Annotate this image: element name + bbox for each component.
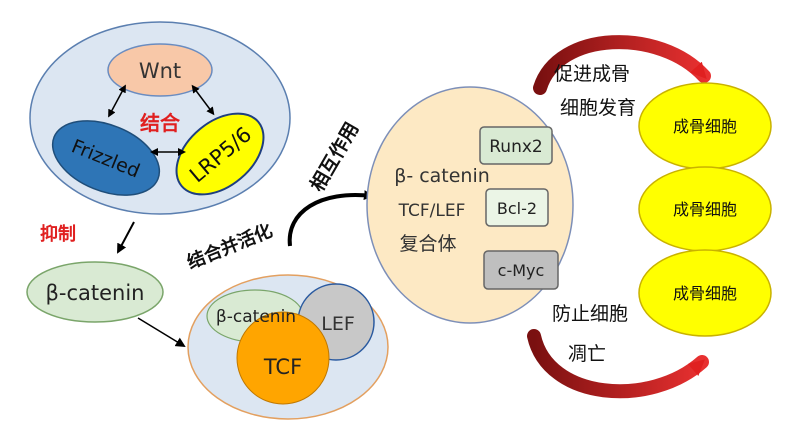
wnt-lrp-arrow xyxy=(191,84,215,116)
osteoblast-1-label: 成骨细胞 xyxy=(673,117,737,136)
tcf-circle xyxy=(236,311,330,405)
activate-label: 结合并活化 xyxy=(184,219,276,273)
beta-catenin-free-label: β-catenin xyxy=(45,281,144,305)
inhibit-arrow xyxy=(117,221,135,254)
osteoblast-3-label: 成骨细胞 xyxy=(673,284,737,303)
interact-label: 相互作用 xyxy=(305,118,363,195)
target-cmyc-label: c-Myc xyxy=(498,261,545,280)
lrp-ellipse xyxy=(175,112,265,196)
target-cmyc-box xyxy=(483,250,559,290)
big-complex-line2: TCF/LEF xyxy=(398,201,466,221)
inhibit-label: 抑制 xyxy=(40,224,76,245)
wnt-label: Wnt xyxy=(139,59,181,83)
lef-label: LEF xyxy=(321,313,355,335)
prevent-arrow xyxy=(527,329,709,399)
promote-label-2: 细胞发育 xyxy=(560,97,636,119)
wnt-frizzled-arrow xyxy=(108,84,126,118)
tcf-label: TCF xyxy=(263,355,302,379)
promote-arrow xyxy=(533,35,711,95)
small-beta-label: β-catenin xyxy=(216,307,296,327)
to-complex-arrow xyxy=(137,317,186,348)
big-complex-line1: β- catenin xyxy=(394,165,490,187)
big-complex-line3: 复合体 xyxy=(399,233,456,255)
promote-label-1: 促进成骨 xyxy=(554,63,630,85)
wnt-ellipse xyxy=(107,43,213,97)
prevent-label-1: 防止细胞 xyxy=(552,303,628,325)
osteoblast-3 xyxy=(638,249,772,337)
bind-label: 结合 xyxy=(140,111,181,135)
target-bcl2-box xyxy=(485,188,549,227)
frizzled-ellipse xyxy=(51,120,161,196)
target-runx2-label: Runx2 xyxy=(489,137,542,157)
osteoblast-2-label: 成骨细胞 xyxy=(673,200,737,219)
interact-arrow xyxy=(287,190,374,247)
target-bcl2-label: Bcl-2 xyxy=(497,199,537,218)
prevent-label-2: 凋亡 xyxy=(568,343,606,365)
beta-catenin-free-ellipse xyxy=(26,261,164,323)
target-runx2-box xyxy=(479,126,553,165)
